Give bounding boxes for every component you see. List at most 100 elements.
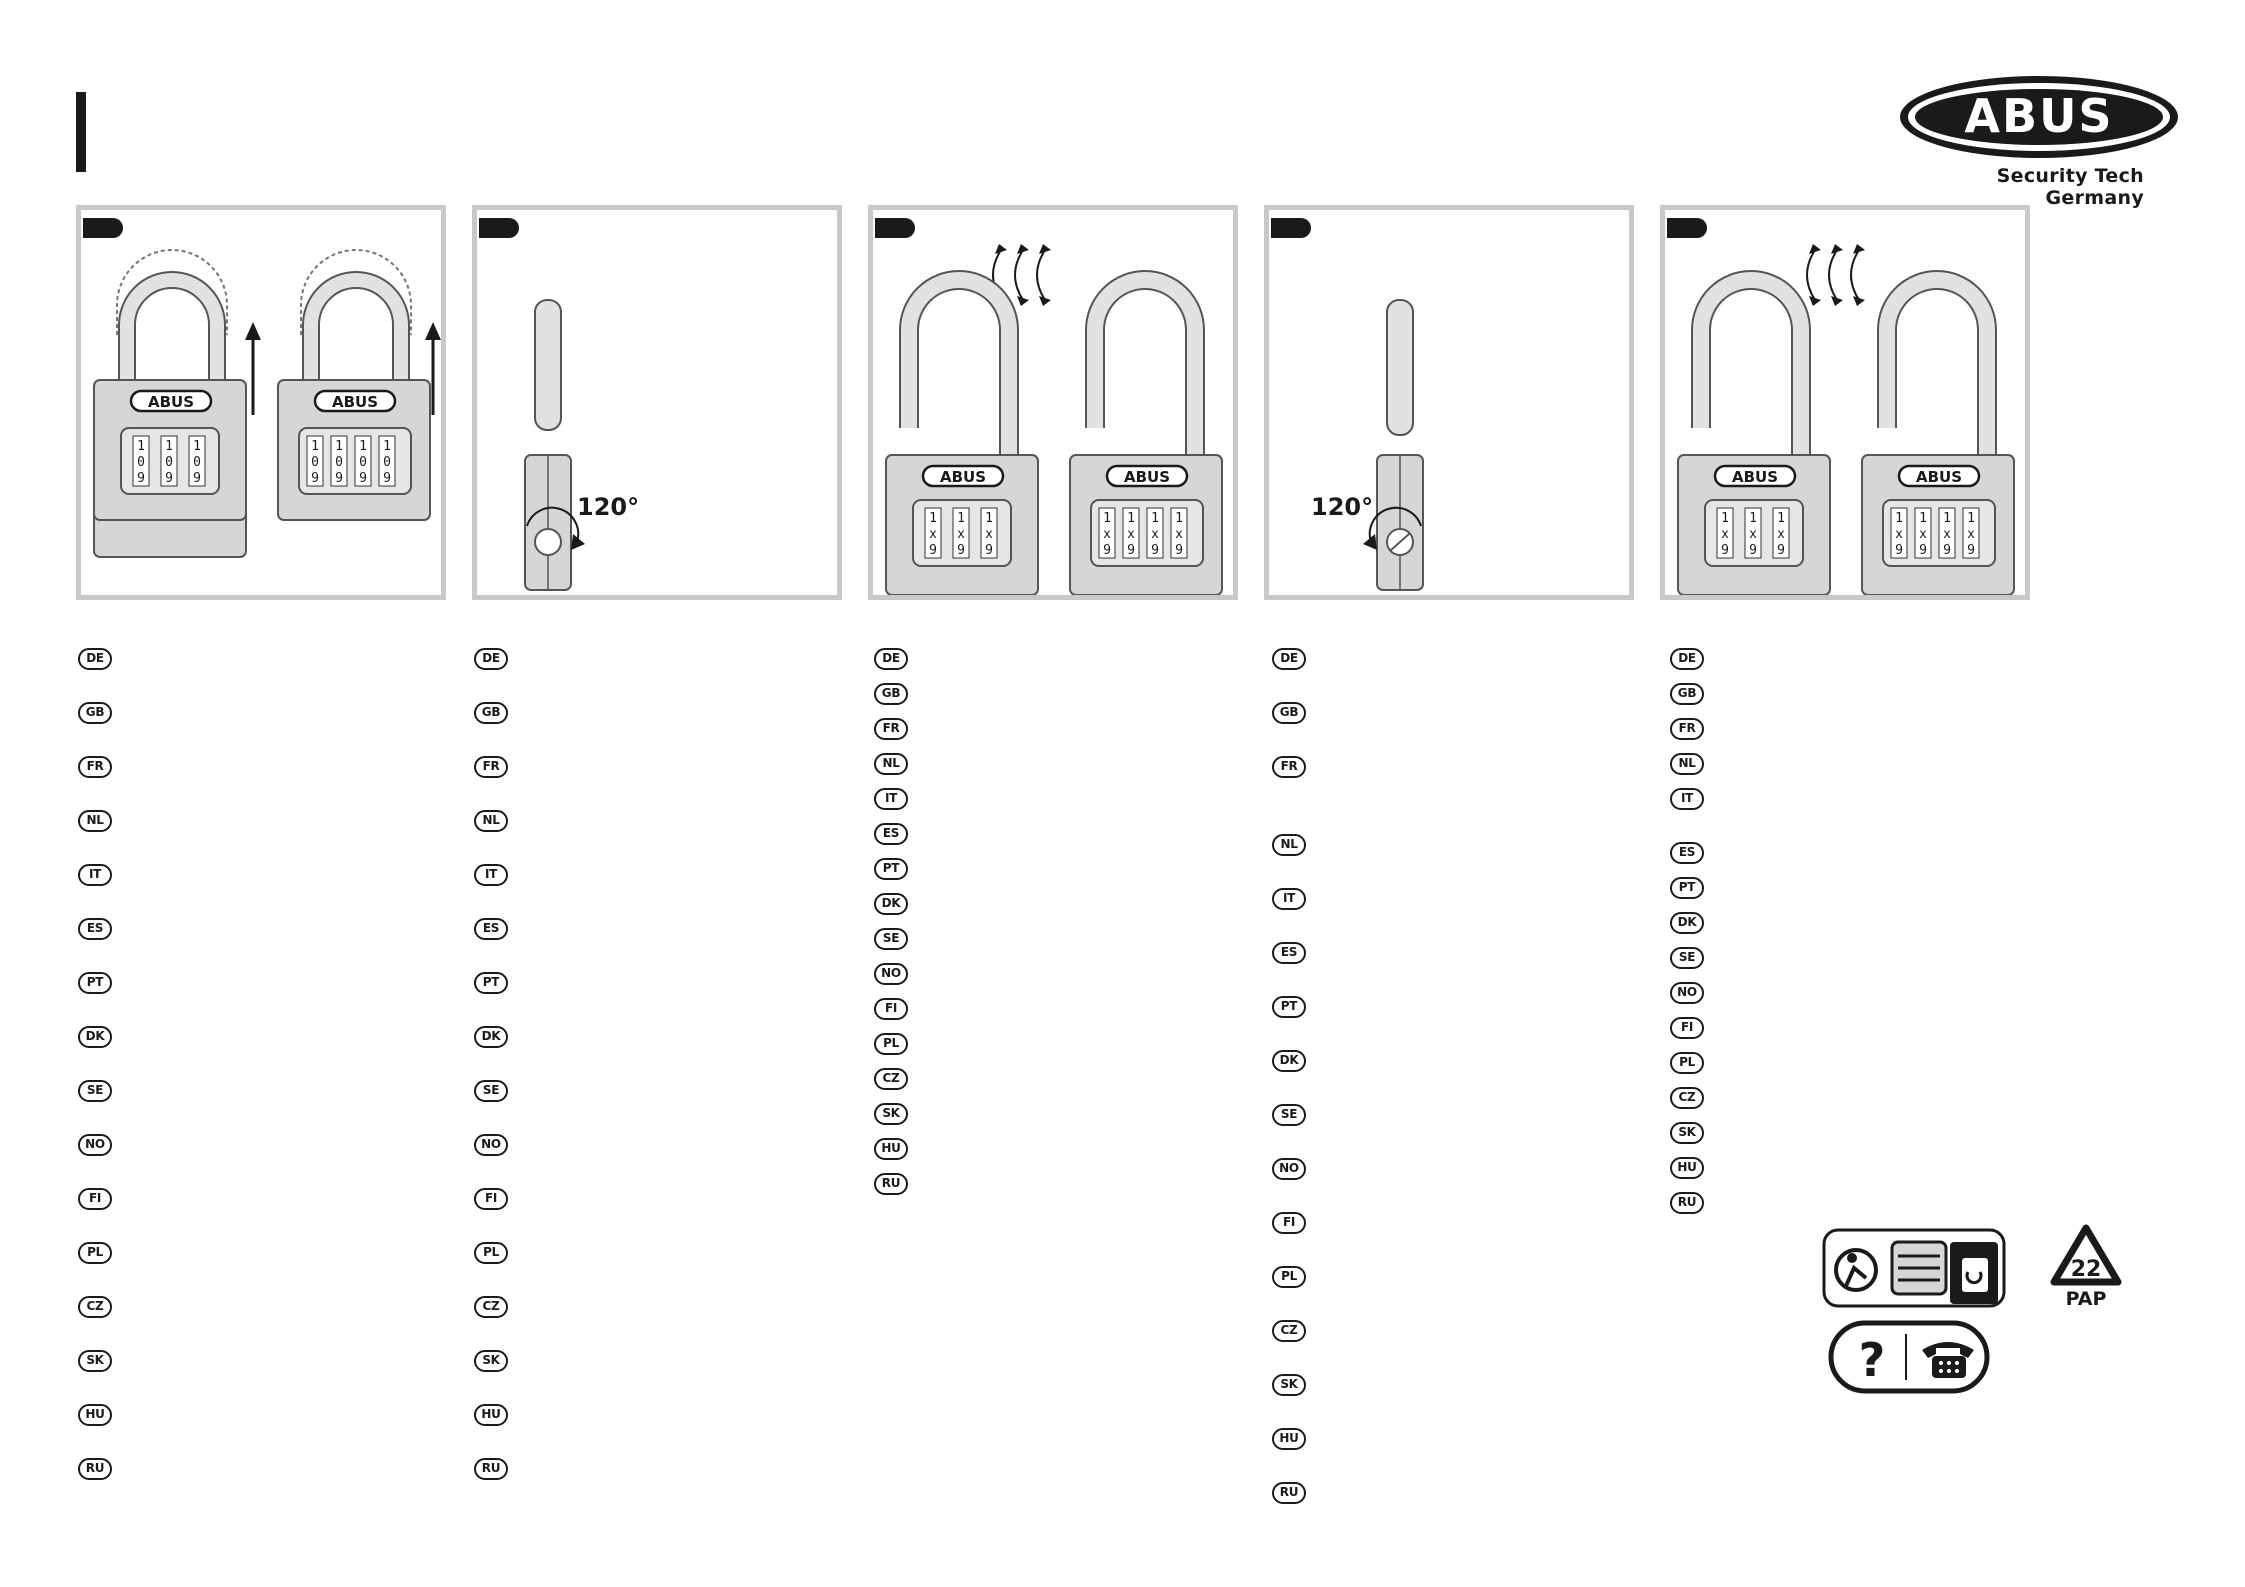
language-badge-no: NO <box>78 1134 112 1156</box>
angle-label-right: 120° <box>577 493 639 521</box>
language-badge-fi: FI <box>1670 1017 1704 1039</box>
svg-text:1: 1 <box>359 439 367 454</box>
language-badge-hu: HU <box>474 1404 508 1426</box>
svg-text:1: 1 <box>137 439 145 454</box>
language-badge-es: ES <box>1670 842 1704 864</box>
language-badge-ru: RU <box>1670 1192 1704 1214</box>
svg-text:9: 9 <box>957 543 965 558</box>
language-badge-fi: FI <box>1272 1212 1306 1234</box>
language-badge-pl: PL <box>78 1242 112 1264</box>
language-badge-nl: NL <box>874 753 908 775</box>
svg-text:1: 1 <box>1777 511 1785 526</box>
language-badge-it: IT <box>78 864 112 886</box>
brand-tagline: Security Tech Germany <box>1996 165 2144 209</box>
language-badge-fr: FR <box>474 756 508 778</box>
language-badge-fi: FI <box>874 998 908 1020</box>
lock-4-brand: ABUS <box>1124 468 1170 486</box>
language-badge-gb: GB <box>474 702 508 724</box>
language-badge-hu: HU <box>78 1404 112 1426</box>
language-badge-pt: PT <box>1272 996 1306 1018</box>
language-badge-gb: GB <box>1272 702 1306 724</box>
language-badge-de: DE <box>474 648 508 670</box>
svg-text:1: 1 <box>1127 511 1135 526</box>
help-question-mark: ? <box>1859 1333 1886 1387</box>
svg-text:1: 1 <box>311 439 319 454</box>
language-badge-cz: CZ <box>874 1068 908 1090</box>
svg-text:9: 9 <box>335 471 343 486</box>
svg-text:1: 1 <box>957 511 965 526</box>
svg-text:x: x <box>1749 527 1757 542</box>
svg-text:x: x <box>1151 527 1159 542</box>
language-badge-pt: PT <box>474 972 508 994</box>
language-badge-it: IT <box>874 788 908 810</box>
language-badge-es: ES <box>474 918 508 940</box>
page-marker-bar <box>76 92 86 172</box>
language-badge-de: DE <box>1670 648 1704 670</box>
language-badge-cz: CZ <box>78 1296 112 1318</box>
lock-6-brand: ABUS <box>1916 468 1962 486</box>
svg-text:x: x <box>985 527 993 542</box>
language-badge-cz: CZ <box>474 1296 508 1318</box>
language-badge-it: IT <box>1272 888 1306 910</box>
language-badge-fi: FI <box>78 1188 112 1210</box>
language-badge-ru: RU <box>78 1458 112 1480</box>
language-badge-nl: NL <box>474 810 508 832</box>
angle-label-left: 120° <box>1311 493 1373 521</box>
svg-text:x: x <box>1777 527 1785 542</box>
svg-text:0: 0 <box>383 455 391 470</box>
svg-text:1: 1 <box>1721 511 1729 526</box>
language-badge-pl: PL <box>1272 1266 1306 1288</box>
svg-text:9: 9 <box>1721 543 1729 558</box>
svg-text:9: 9 <box>311 471 319 486</box>
svg-text:0: 0 <box>165 455 173 470</box>
language-badge-de: DE <box>78 648 112 670</box>
language-badge-pl: PL <box>474 1242 508 1264</box>
svg-text:9: 9 <box>929 543 937 558</box>
svg-text:x: x <box>1103 527 1111 542</box>
svg-text:0: 0 <box>311 455 319 470</box>
svg-text:x: x <box>1919 527 1927 542</box>
lock-2-brand: ABUS <box>332 393 378 411</box>
svg-text:9: 9 <box>985 543 993 558</box>
language-badge-dk: DK <box>874 893 908 915</box>
svg-text:x: x <box>1895 527 1903 542</box>
step-1-tab <box>83 218 123 238</box>
language-badge-nl: NL <box>78 810 112 832</box>
svg-text:x: x <box>1967 527 1975 542</box>
language-badge-de: DE <box>1272 648 1306 670</box>
svg-text:9: 9 <box>1919 543 1927 558</box>
language-badge-pl: PL <box>1670 1052 1704 1074</box>
language-badge-se: SE <box>1272 1104 1306 1126</box>
language-badge-dk: DK <box>1272 1050 1306 1072</box>
svg-text:1: 1 <box>1895 511 1903 526</box>
svg-text:x: x <box>1721 527 1729 542</box>
language-badge-gb: GB <box>1670 683 1704 705</box>
svg-text:1: 1 <box>985 511 993 526</box>
language-badge-pl: PL <box>874 1033 908 1055</box>
svg-text:0: 0 <box>193 455 201 470</box>
lock-3-brand: ABUS <box>940 468 986 486</box>
recycle-label: PAP <box>2065 1288 2107 1310</box>
language-badge-no: NO <box>474 1134 508 1156</box>
svg-text:9: 9 <box>1943 543 1951 558</box>
svg-text:9: 9 <box>1103 543 1111 558</box>
recycling-pap-icon: 22 <box>2050 1224 2122 1286</box>
language-badge-hu: HU <box>1670 1157 1704 1179</box>
svg-text:0: 0 <box>359 455 367 470</box>
svg-text:9: 9 <box>383 471 391 486</box>
language-badge-cz: CZ <box>1670 1087 1704 1109</box>
language-badge-sk: SK <box>1272 1374 1306 1396</box>
language-badge-fi: FI <box>474 1188 508 1210</box>
svg-text:9: 9 <box>1151 543 1159 558</box>
language-badge-hu: HU <box>1272 1428 1306 1450</box>
step-2-illustration: 120° <box>524 299 639 591</box>
language-badge-pt: PT <box>874 858 908 880</box>
language-badge-no: NO <box>1272 1158 1306 1180</box>
svg-text:9: 9 <box>359 471 367 486</box>
logo-text: ABUS <box>1964 89 2113 143</box>
language-badge-se: SE <box>78 1080 112 1102</box>
svg-text:0: 0 <box>335 455 343 470</box>
svg-text:x: x <box>957 527 965 542</box>
